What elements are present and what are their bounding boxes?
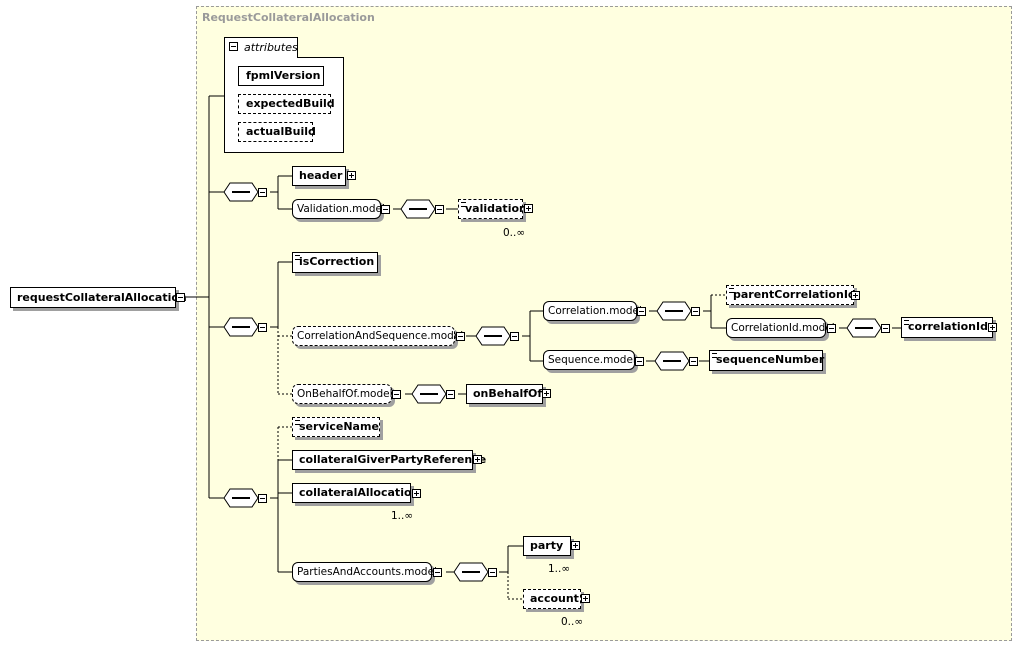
collapse-icon[interactable] [435,205,444,214]
collapse-icon[interactable] [635,357,644,366]
element-is-correction-label: isCorrection [299,255,375,268]
root-element[interactable]: requestCollateralAllocation [10,287,187,308]
occurrence-label: 1..∞ [548,563,571,575]
expand-icon[interactable] [412,489,421,498]
element-correlation-id[interactable]: correlationId [901,317,993,338]
element-account[interactable]: account [523,589,581,609]
element-account-label: account [530,592,579,605]
occurrence-label: 0..∞ [561,616,584,628]
collapse-icon[interactable] [446,390,455,399]
expand-icon[interactable] [347,171,356,180]
group-correlation-id-model-label: CorrelationId.model [731,322,835,334]
element-service-name[interactable]: serviceName [292,417,380,437]
group-correlation-id-model[interactable]: CorrelationId.model [726,318,835,338]
collapse-icon[interactable] [881,324,890,333]
element-service-name-label: serviceName [299,420,379,433]
collapse-icon[interactable] [392,390,401,399]
element-collateral-allocation[interactable]: collateralAllocation [292,483,419,503]
group-on-behalf-of-model[interactable]: OnBehalfOf.model [292,384,393,404]
collapse-icon[interactable] [258,494,267,503]
simple-type-icon [295,255,300,260]
element-validation[interactable]: validation [458,199,527,219]
group-title: RequestCollateralAllocation [202,11,375,24]
element-parent-correlation-id-label: parentCorrelationId [733,288,856,301]
attribute-fpml-version[interactable]: fpmlVersion [238,66,324,86]
element-on-behalf-of-label: onBehalfOf [473,387,543,400]
collapse-icon[interactable] [176,293,185,302]
attribute-actual-build[interactable]: actualBuild [238,122,316,142]
element-collateral-giver-party-reference-label: collateralGiverPartyReference [299,453,487,466]
attribute-expected-build[interactable]: expectedBuild [238,94,335,114]
collapse-icon[interactable] [827,324,836,333]
group-correlation-and-sequence-model-label: CorrelationAndSequence.model [297,330,464,342]
expand-icon[interactable] [473,455,482,464]
group-sequence-model[interactable]: Sequence.model [543,350,636,370]
attributes-tab [224,37,298,58]
group-on-behalf-of-model-label: OnBehalfOf.model [297,388,393,400]
expand-icon[interactable] [851,291,860,300]
collapse-icon[interactable] [691,307,700,316]
group-sequence-model-label: Sequence.model [548,354,636,366]
expand-icon[interactable] [524,204,533,213]
element-collateral-giver-party-reference[interactable]: collateralGiverPartyReference [292,450,486,470]
collapse-icon[interactable] [381,205,390,214]
group-correlation-model[interactable]: Correlation.model [543,301,642,321]
element-sequence-number-label: sequenceNumber [716,353,825,366]
expand-icon[interactable] [581,594,590,603]
collapse-icon[interactable] [433,568,442,577]
collapse-icon[interactable] [258,323,267,332]
occurrence-label: 1..∞ [391,510,414,522]
element-correlation-id-label: correlationId [908,320,988,333]
collapse-icon[interactable] [637,307,646,316]
group-validation-model[interactable]: Validation.model [292,199,385,219]
simple-type-icon [904,320,909,325]
simple-type-icon [461,202,466,207]
occurrence-label: 0..∞ [503,227,526,239]
element-validation-label: validation [465,202,527,215]
collapse-icon[interactable] [689,357,698,366]
element-parent-correlation-id[interactable]: parentCorrelationId [726,285,856,305]
collapse-icon[interactable] [229,42,238,51]
expand-icon[interactable] [571,541,580,550]
group-parties-and-accounts-model-label: PartiesAndAccounts.model [297,566,437,578]
simple-type-icon [712,353,717,358]
collapse-icon[interactable] [456,332,465,341]
element-on-behalf-of[interactable]: onBehalfOf [466,384,543,404]
element-sequence-number[interactable]: sequenceNumber [709,350,825,371]
group-correlation-and-sequence-model[interactable]: CorrelationAndSequence.model [292,326,463,346]
element-party-label: party [530,539,564,552]
element-header-label: header [299,169,343,182]
collapse-icon[interactable] [488,568,497,577]
element-collateral-allocation-label: collateralAllocation [299,486,420,499]
collapse-icon[interactable] [510,332,519,341]
simple-type-icon [729,288,734,293]
group-correlation-model-label: Correlation.model [548,305,642,317]
expand-icon[interactable] [542,389,551,398]
group-validation-model-label: Validation.model [297,203,385,215]
collapse-icon[interactable] [258,188,267,197]
simple-type-icon [295,420,300,425]
expand-icon[interactable] [988,323,997,332]
element-party[interactable]: party [523,536,571,556]
attributes-label: attributes [244,41,298,54]
element-header[interactable]: header [292,166,346,186]
root-element-label: requestCollateralAllocation [17,291,187,304]
element-is-correction[interactable]: isCorrection [292,252,378,273]
group-parties-and-accounts-model[interactable]: PartiesAndAccounts.model [292,562,437,582]
